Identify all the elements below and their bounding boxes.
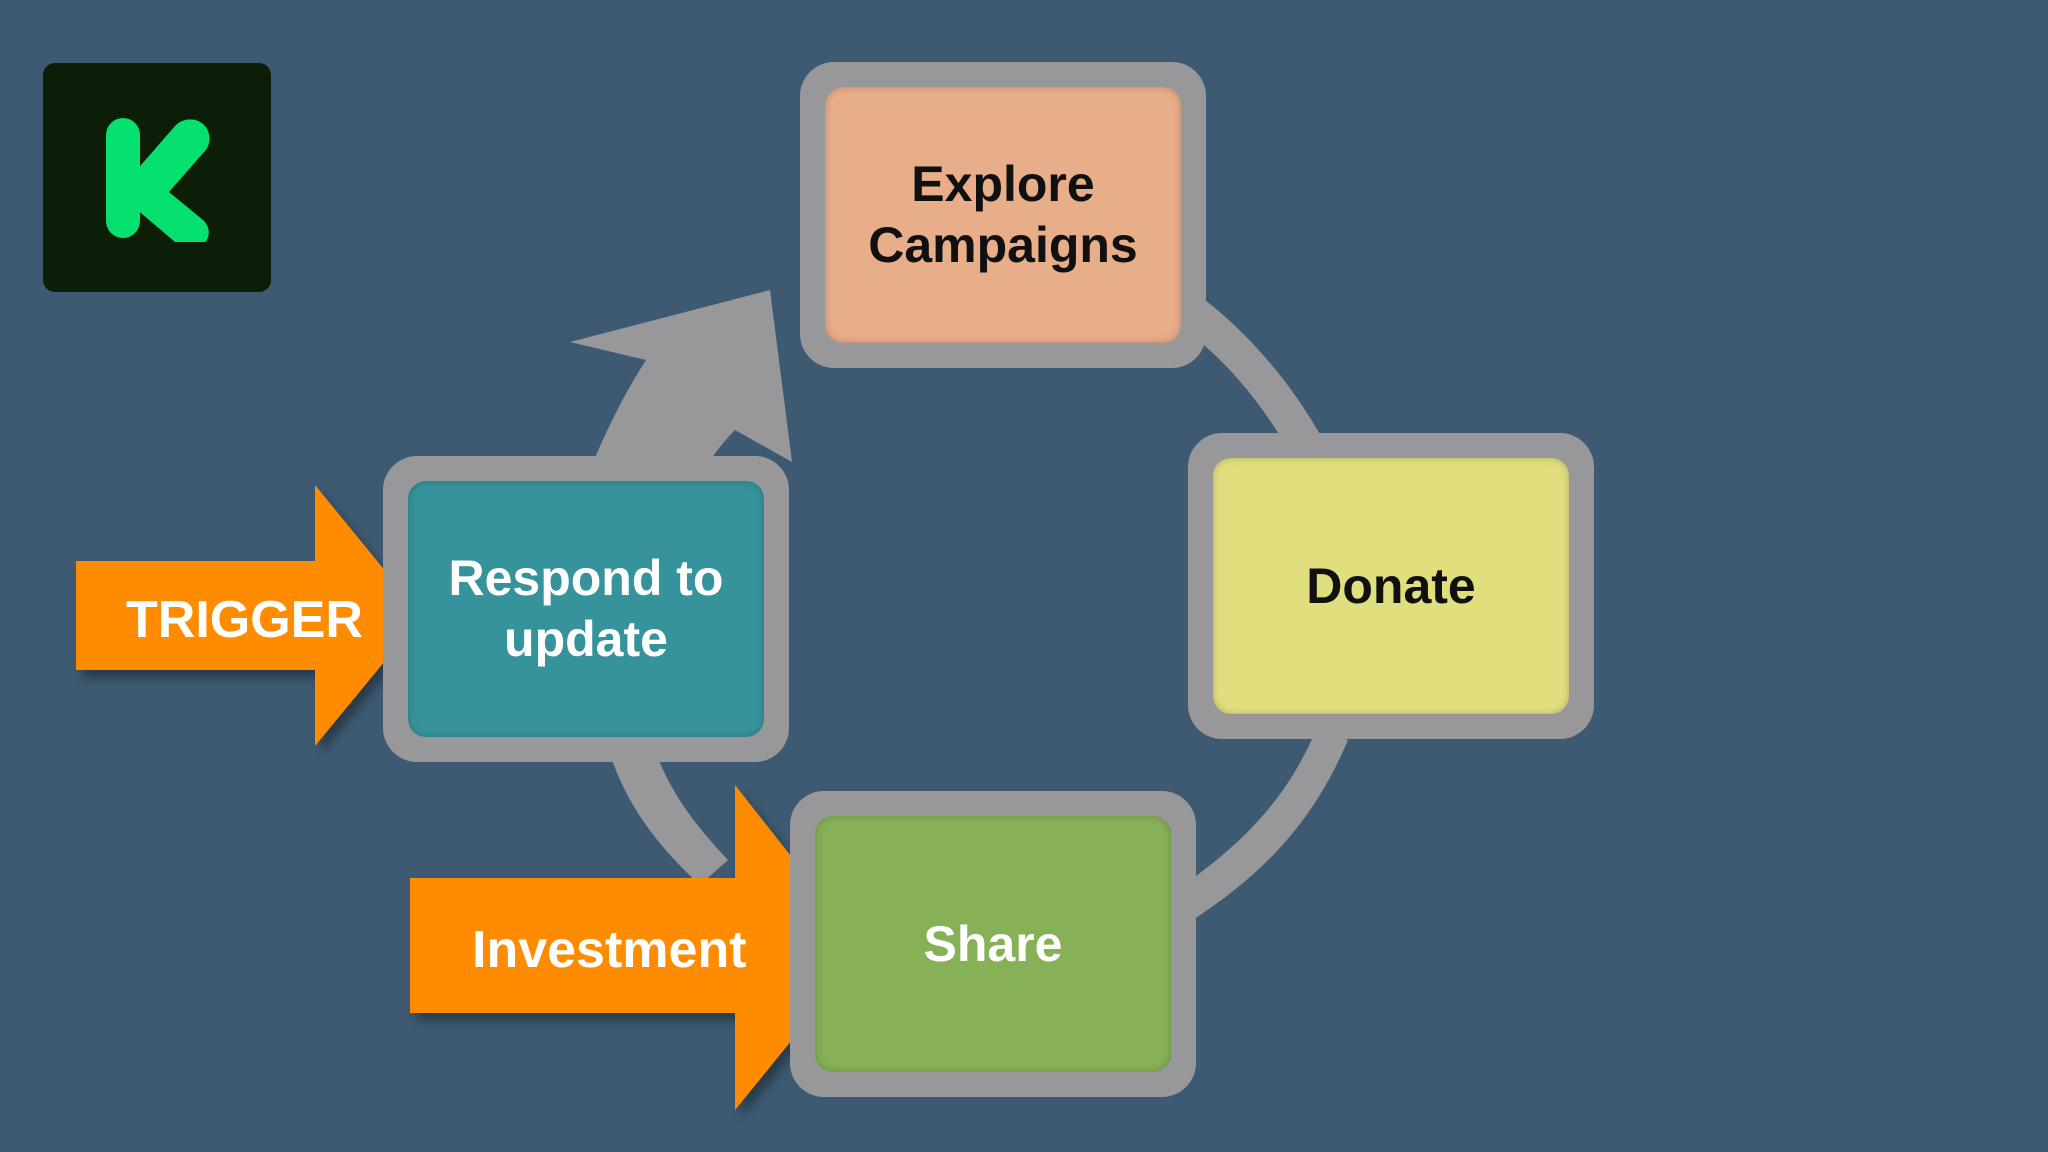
respond-to-update-label: Respond to update xyxy=(448,550,724,667)
explore-campaigns-node: Explore Campaigns xyxy=(825,87,1181,343)
share-frame: Share xyxy=(790,791,1196,1097)
kickstarter-k-icon: K xyxy=(106,117,210,242)
respond-to-update-node: Respond to update xyxy=(408,481,764,737)
donate-frame: Donate xyxy=(1188,433,1594,739)
trigger-arrow xyxy=(76,485,422,746)
respond-to-update-frame: Respond to update xyxy=(383,456,789,762)
donate-node: Donate xyxy=(1213,458,1569,714)
share-node: Share xyxy=(815,816,1171,1072)
donate-label: Donate xyxy=(1306,557,1476,614)
trigger-label: TRIGGER xyxy=(126,591,363,649)
cycle-ring-left-lower xyxy=(612,748,728,885)
cycle-arrowhead xyxy=(570,290,792,500)
share-label: Share xyxy=(923,915,1063,972)
investment-arrow xyxy=(410,785,865,1110)
kickstarter-logo: K xyxy=(43,63,271,292)
explore-campaigns-frame: Explore Campaigns xyxy=(800,62,1206,368)
cycle-ring-right-lower xyxy=(1168,730,1348,925)
investment-label: Investment xyxy=(472,921,747,979)
explore-campaigns-label: Explore Campaigns xyxy=(868,156,1138,273)
